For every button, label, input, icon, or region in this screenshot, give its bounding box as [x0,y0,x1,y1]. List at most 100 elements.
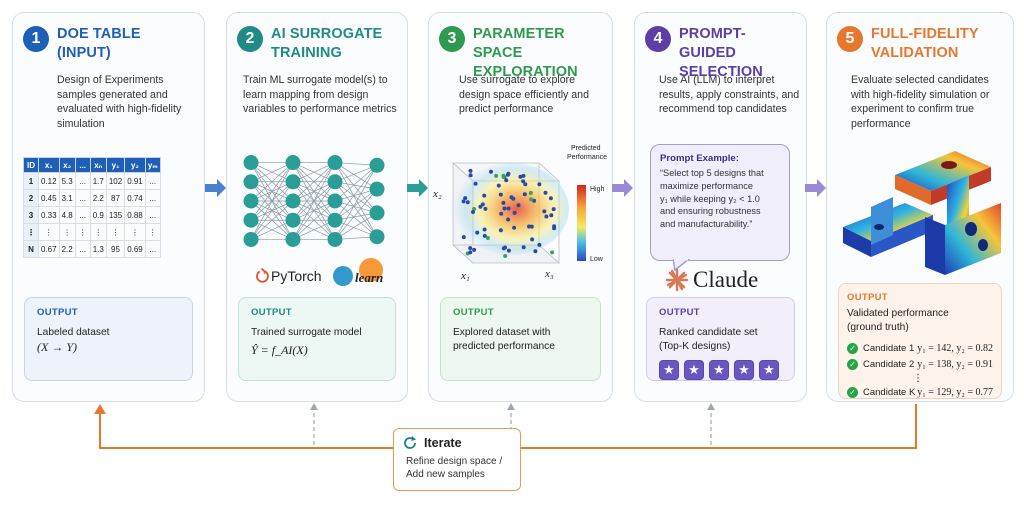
flow-arrow-4 [805,179,826,197]
scatter-point [516,203,521,208]
output-formula: (X → Y) [37,340,77,354]
scatter-point [468,246,473,251]
scatter-points [461,168,557,258]
legend-high-label: High [590,186,605,193]
legend-low-label: Low [590,256,604,263]
network-node [243,155,259,171]
output-box: OUTPUT Explored dataset with predicted p… [440,297,601,381]
scatter-point [499,211,504,216]
step-1-panel: 1 DOE TABLE (INPUT) Design of Experiment… [12,12,205,402]
scatter-point [501,173,506,178]
network-edge [334,162,378,214]
step-title: DOE TABLE (INPUT) [57,25,141,63]
output-box: OUTPUT Validated performance (ground tru… [838,283,1002,399]
iterate-label: Iterate [424,436,462,450]
scatter-point [506,206,511,211]
output-text: Explored dataset with predicted performa… [453,326,588,354]
pytorch-flame-icon [256,268,269,283]
candidate-row: ✓ Candidate 2 y₁ = 138, y₂ = 0.91 [847,356,993,372]
output-text: Ranked candidate set (Top-K designs) [659,326,782,354]
step-2-panel: 2 AI SURROGATE TRAINING Train ML surroga… [226,12,408,402]
scatter-point [502,206,507,211]
doe-header-cell: yₘ [144,157,161,173]
scatter-point [505,172,510,177]
doe-cell: 95 [105,240,126,258]
network-edge [292,162,336,183]
network-edge [250,219,294,240]
network-edge [334,162,378,190]
star-icon: ★ [734,360,754,380]
network-edge [334,165,378,202]
network-node [243,231,259,247]
scatter-point [523,182,528,187]
network-edge [250,162,294,183]
flow-arrow-2 [407,179,428,197]
step-description: Evaluate selected candidates with high-f… [851,74,990,130]
output-formula: Ŷ = f_AI(X) [251,343,308,357]
network-edge [334,181,378,237]
scatter-point [498,228,503,233]
scatter-point [543,190,548,195]
check-icon: ✓ [847,342,858,354]
network-edge [334,181,378,214]
step-title-line: EXPLORATION [473,64,578,80]
scatter-point [551,207,556,212]
scatter-point [544,214,549,219]
network-node [369,157,385,173]
doe-cell: 3 [23,206,39,224]
step-title: PARAMETER SPACE EXPLORATION [473,25,606,82]
prompt-line: y₁ while keeping y₂ < 1.0 [660,193,760,204]
output-line: Trained surrogate model [251,327,362,338]
network-edge [250,162,294,202]
step-number-badge: 2 [237,26,263,52]
scatter-point [465,200,470,205]
step-title: FULL-FIDELITY VALIDATION [871,25,979,63]
step-title: AI SURROGATE TRAINING [271,25,382,63]
scatter-point [548,196,553,201]
step-header: 2 AI SURROGATE TRAINING [237,25,401,63]
star-icon: ★ [659,360,679,380]
output-line: Ranked candidate set [659,327,758,338]
step-5-panel: 5 FULL-FIDELITY VALIDATION Evaluate sele… [826,12,1014,402]
prompt-line: maximize performance [660,180,753,191]
scatter-point [537,182,542,187]
step-title-line: TRAINING [271,45,342,61]
network-edge [334,219,378,238]
scatter-point [542,209,547,214]
scatter-point [522,192,527,197]
output-label: OUTPUT [847,292,888,303]
refresh-icon [404,436,416,449]
scikit-learn-label: learn [355,270,384,285]
network-edge [292,200,336,240]
network-edge [334,200,378,237]
network-edge [250,200,294,240]
scatter-point [463,196,468,201]
scikit-learn-icon [333,258,383,286]
doe-cell: 2 [23,189,39,207]
flow-arrow-3 [612,179,633,197]
network-edge [292,219,336,240]
output-line: Labeled dataset [37,327,110,338]
scatter-point [550,250,555,255]
network-node [327,193,343,209]
doe-table-header: ID x₁ x₂ ... xₙ y₁ y₂ yₘ [23,157,161,173]
output-box: OUTPUT Trained surrogate model Ŷ = f_AI(… [238,297,396,381]
network-edge [292,181,336,240]
scatter-point [529,224,534,229]
network-edge [250,181,294,240]
candidate-name: Candidate 2 [863,358,915,370]
step-header: 3 PARAMETER SPACE EXPLORATION [439,25,606,82]
output-text: Labeled dataset (X → Y) [37,326,180,354]
doe-cell: ⋮ [58,223,76,241]
prompt-bubble-tail [673,259,691,271]
network-node [285,155,301,171]
scatter-point [537,242,542,247]
candidate-values: y₁ = 129, y₂ = 0.77 [917,386,993,398]
candidate-name: Candidate 1 [863,342,915,354]
doe-cell: 135 [105,206,126,224]
step-4-panel: 4 PROMPT-GUIDED SELECTION Use AI (LLM) t… [634,12,807,402]
iterate-box: Iterate Refine design space / Add new sa… [393,428,521,491]
